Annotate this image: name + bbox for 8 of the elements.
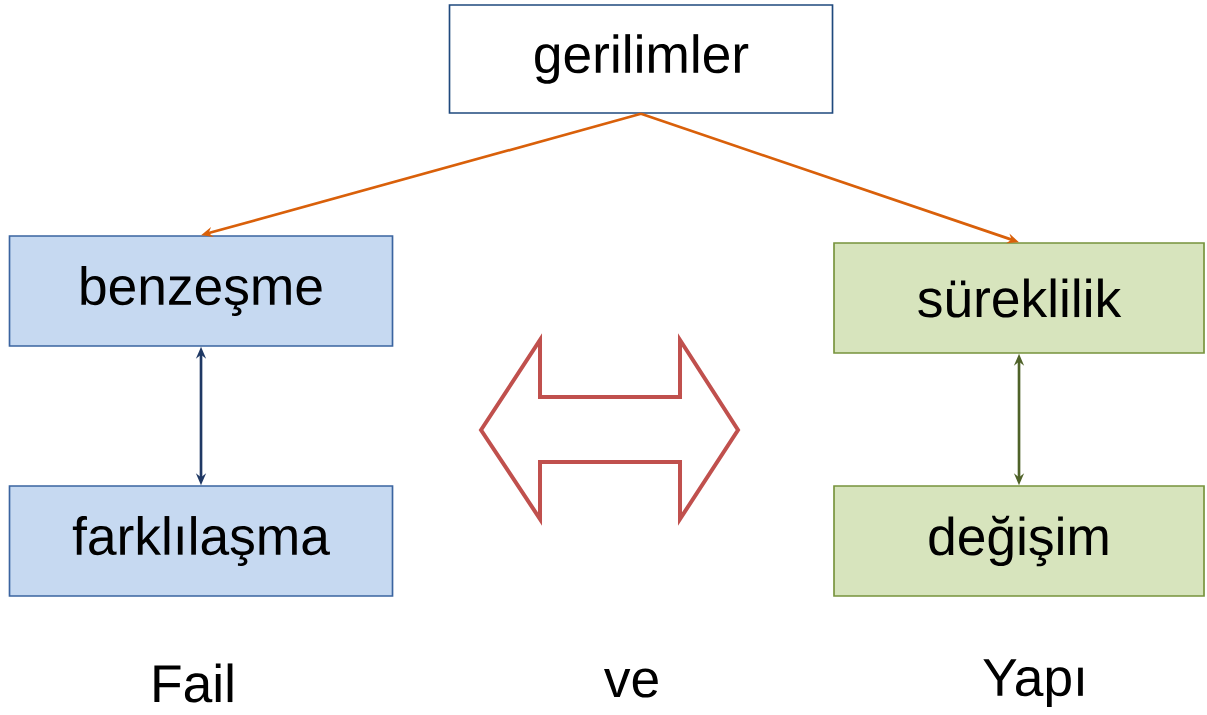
text-box: süreklilik (833, 242, 1205, 354)
text-box: değişim (833, 485, 1205, 597)
text-box: gerilimler (448, 4, 834, 114)
column-label: Yapı (983, 659, 1083, 707)
text-box: benzeşme (8, 235, 394, 347)
column-label: ve (604, 668, 658, 698)
text-box: farklılaşma (8, 485, 394, 597)
column-label: Fail (154, 663, 233, 703)
